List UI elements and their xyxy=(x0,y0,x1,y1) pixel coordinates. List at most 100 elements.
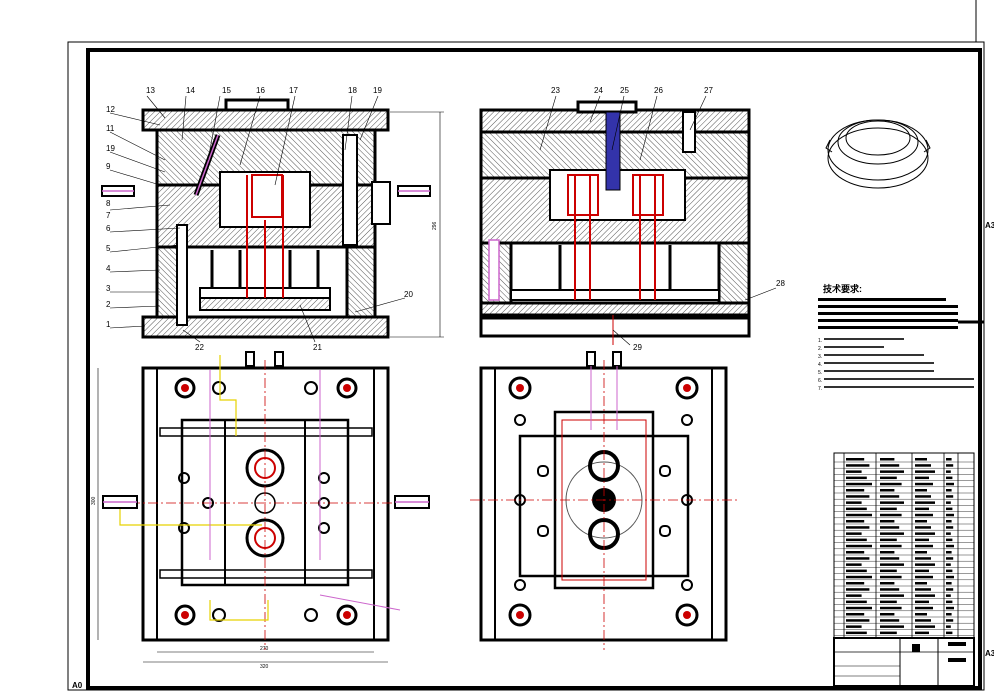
svg-text:19: 19 xyxy=(106,144,115,153)
parts-list-cell-glyph xyxy=(880,476,897,480)
svg-text:1.: 1. xyxy=(818,338,822,344)
sheet-inner-border xyxy=(86,48,982,690)
svg-text:1: 1 xyxy=(106,320,111,329)
parts-list-cell-glyph xyxy=(915,594,935,597)
parts-list-cell-glyph xyxy=(846,563,862,566)
parts-list-cell-glyph xyxy=(880,501,904,504)
svg-text:24: 24 xyxy=(594,86,603,95)
parts-list-cell-glyph xyxy=(946,563,951,566)
svg-text:5.: 5. xyxy=(818,370,822,376)
parts-list-cell-glyph xyxy=(880,520,895,523)
svg-text:11: 11 xyxy=(106,124,115,133)
parts-list-cell-glyph xyxy=(846,532,862,535)
parts-list-cell-glyph xyxy=(915,575,933,579)
parts-list-cell-glyph xyxy=(846,582,865,585)
parts-list-cell-glyph xyxy=(915,513,933,517)
parts-list-cell-glyph xyxy=(880,513,902,517)
svg-text:5: 5 xyxy=(106,244,111,253)
svg-text:7: 7 xyxy=(106,211,111,220)
parts-list-cell-glyph xyxy=(880,507,897,511)
parts-list-cell-glyph xyxy=(880,464,900,467)
parts-list-cell-glyph xyxy=(915,619,931,622)
parts-list-cell-glyph xyxy=(880,544,902,548)
parts-list-cell-glyph xyxy=(846,501,862,504)
parts-list-cell-glyph xyxy=(915,507,929,511)
parts-list-cell-glyph xyxy=(880,594,904,597)
parts-list-cell-glyph xyxy=(846,600,867,604)
svg-text:2: 2 xyxy=(106,300,111,309)
parts-list-cell-glyph xyxy=(946,476,953,480)
title-block xyxy=(833,637,975,687)
parts-list-cell-glyph xyxy=(915,482,933,486)
parts-list-cell-glyph xyxy=(915,625,935,628)
parts-list-cell-glyph xyxy=(846,613,865,616)
svg-text:14: 14 xyxy=(186,86,195,95)
parts-list-cell-glyph xyxy=(915,489,927,492)
parts-list-cell-glyph xyxy=(946,631,953,635)
parts-list-cell-glyph xyxy=(846,557,870,560)
moving-half-plan-view: 300 270 320 xyxy=(91,351,430,670)
tech-requirements-title: 技术要求: xyxy=(823,283,862,294)
svg-text:3: 3 xyxy=(106,284,111,293)
parts-list-cell-glyph xyxy=(846,619,870,622)
parts-list-cell-glyph xyxy=(880,563,904,566)
parts-list-cell-glyph xyxy=(915,551,927,554)
parts-list-cell-glyph xyxy=(880,575,902,579)
svg-text:28: 28 xyxy=(776,279,785,288)
svg-text:29: 29 xyxy=(633,343,642,352)
parts-list-cell-glyph xyxy=(915,563,935,566)
parts-list-cell-glyph xyxy=(946,464,954,467)
svg-text:27: 27 xyxy=(704,86,713,95)
parts-list-cell-glyph xyxy=(915,526,931,529)
parts-list-cell-glyph xyxy=(946,482,954,486)
parts-list-cell-glyph xyxy=(946,619,954,622)
parts-list-cell-glyph xyxy=(946,551,952,554)
svg-text:7.: 7. xyxy=(818,386,822,392)
front-view-labels: 13 14 15 16 17 18 19 12 11 19 9 8 7 6 5 … xyxy=(106,86,413,352)
parts-list-cell-glyph xyxy=(846,544,872,548)
parts-list-cell-glyph xyxy=(880,625,904,628)
parts-list-cell-glyph xyxy=(846,489,865,492)
parts-list-cell-glyph xyxy=(915,544,933,548)
parts-list-cell-glyph xyxy=(846,495,870,498)
parts-list-cell-glyph xyxy=(915,501,935,504)
parts-list-cell-glyph xyxy=(915,613,927,616)
svg-text:9: 9 xyxy=(106,162,111,171)
svg-text:13: 13 xyxy=(146,86,155,95)
parts-list-cell-glyph xyxy=(946,613,952,616)
parts-list-cell-glyph xyxy=(946,507,953,511)
parts-list-cell-glyph xyxy=(946,538,953,542)
inner-width-dimension: 270 xyxy=(260,646,269,652)
parts-list-cell-glyph xyxy=(946,588,954,591)
svg-text:6.: 6. xyxy=(818,378,822,384)
parts-list-cell-glyph xyxy=(846,470,862,473)
parts-list-cell-glyph xyxy=(880,588,900,591)
parts-list-cell-glyph xyxy=(880,526,900,529)
parts-list-cell-glyph xyxy=(946,557,954,560)
svg-text:17: 17 xyxy=(289,86,298,95)
parts-list-cell-glyph xyxy=(846,520,865,523)
parts-list-cell-glyph xyxy=(915,495,931,498)
parts-list-cell-glyph xyxy=(880,489,895,492)
side-view-callouts xyxy=(539,95,777,346)
parts-list-cell-glyph xyxy=(880,606,902,610)
parts-list-cell-glyph xyxy=(946,520,952,523)
svg-text:26: 26 xyxy=(654,86,663,95)
front-view-callouts xyxy=(109,95,406,343)
parts-list-cell-glyph xyxy=(946,458,952,461)
parts-list-cell-glyph xyxy=(846,625,862,628)
parts-list-cell-glyph xyxy=(915,606,933,610)
parts-list-cell-glyph xyxy=(915,532,935,535)
parts-list-cell-glyph xyxy=(946,600,953,604)
parts-list-cell-glyph xyxy=(946,625,951,628)
parts-list-cell-glyph xyxy=(880,619,900,622)
parts-list-cell-glyph xyxy=(946,470,951,473)
parts-list-cell-glyph xyxy=(846,606,872,610)
sheet-size-mark-bottom: A3 xyxy=(985,649,994,658)
parts-list-cell-glyph xyxy=(946,594,951,597)
parts-list-cell-glyph xyxy=(880,470,904,473)
front-section-view: 296 xyxy=(101,98,444,339)
parts-list-cell-glyph xyxy=(880,569,897,573)
parts-list-cell-glyph xyxy=(946,513,954,517)
parts-list-cell-glyph xyxy=(946,501,951,504)
